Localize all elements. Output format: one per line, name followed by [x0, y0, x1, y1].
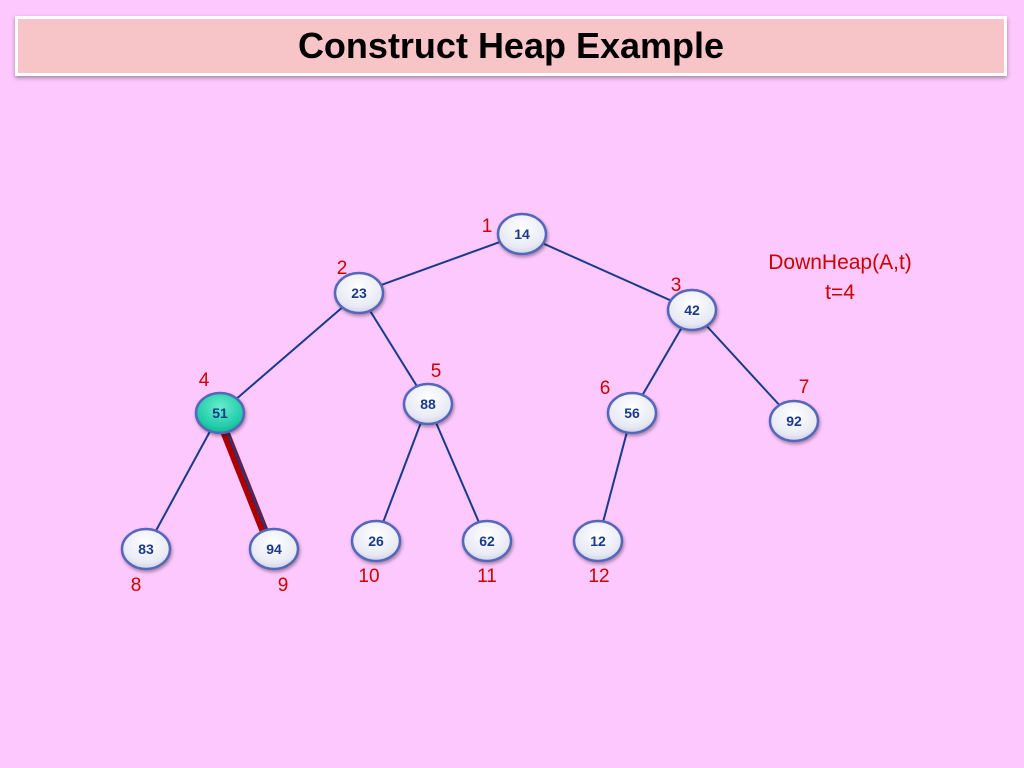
heap-node-circle [768, 399, 820, 443]
heap-node-5: 88 [402, 382, 454, 426]
heap-node-value: 14 [514, 226, 530, 242]
edge-5-10 [375, 403, 429, 542]
heap-node-value: 94 [266, 541, 282, 557]
heap-node-value: 42 [684, 302, 700, 318]
heap-node-4: 51 [194, 391, 246, 435]
edge-4-8 [145, 412, 221, 550]
heap-node-circle [402, 382, 454, 426]
title-bar: Construct Heap Example [15, 16, 1007, 76]
edge-1-3 [521, 233, 693, 311]
annotation-param: t=4 [825, 281, 855, 304]
edge-4-9 [218, 412, 276, 550]
highlight-edge-4-9 [213, 409, 277, 555]
heap-node-circle [496, 212, 548, 256]
heap-index-label-2: 2 [337, 258, 348, 279]
heap-node-circle [333, 271, 385, 315]
page-title: Construct Heap Example [297, 25, 725, 66]
heap-node-value: 83 [138, 541, 154, 557]
edge-5-11 [427, 403, 488, 542]
heap-index-label-10: 10 [358, 566, 379, 587]
heap-node-value: 12 [590, 533, 606, 549]
heap-index-label-4: 4 [199, 370, 210, 391]
heap-node-value: 92 [786, 413, 802, 429]
heap-node-3: 42 [666, 288, 718, 332]
heap-node-circle [120, 527, 172, 571]
annotation-call: DownHeap(A,t) [768, 251, 912, 274]
heap-index-label-1: 1 [482, 216, 493, 237]
heap-node-1: 14 [496, 212, 548, 256]
downheap-annotation: DownHeap(A,t) t=4 [740, 248, 940, 308]
heap-index-label-5: 5 [431, 361, 442, 382]
heap-node-circle [248, 527, 300, 571]
heap-node-value: 56 [624, 405, 640, 421]
heap-node-value: 62 [479, 533, 495, 549]
edge-3-7 [691, 309, 795, 422]
heap-node-8: 83 [120, 527, 172, 571]
edges-layer [145, 233, 795, 555]
heap-node-value: 51 [212, 405, 228, 421]
heap-node-9: 94 [248, 527, 300, 571]
heap-node-circle [194, 391, 246, 435]
heap-index-label-7: 7 [799, 377, 810, 398]
heap-node-10: 26 [350, 519, 402, 563]
heap-node-value: 23 [351, 285, 367, 301]
edge-1-2 [358, 233, 523, 294]
heap-node-7: 92 [768, 399, 820, 443]
heap-node-circle [666, 288, 718, 332]
edge-2-4 [219, 292, 360, 414]
heap-node-2: 23 [333, 271, 385, 315]
heap-index-label-8: 8 [131, 575, 142, 596]
heap-node-circle [461, 519, 513, 563]
heap-node-value: 88 [420, 396, 436, 412]
heap-index-label-3: 3 [671, 275, 682, 296]
heap-index-label-9: 9 [278, 575, 289, 596]
heap-node-circle [350, 519, 402, 563]
heap-index-label-6: 6 [600, 378, 611, 399]
edge-6-12 [597, 412, 633, 542]
heap-node-12: 12 [572, 519, 624, 563]
heap-index-label-11: 11 [477, 566, 497, 587]
heap-index-label-12: 12 [588, 566, 609, 587]
heap-node-11: 62 [461, 519, 513, 563]
heap-node-value: 26 [368, 533, 384, 549]
heap-node-6: 56 [606, 391, 658, 435]
heap-node-circle [572, 519, 624, 563]
heap-node-circle [606, 391, 658, 435]
